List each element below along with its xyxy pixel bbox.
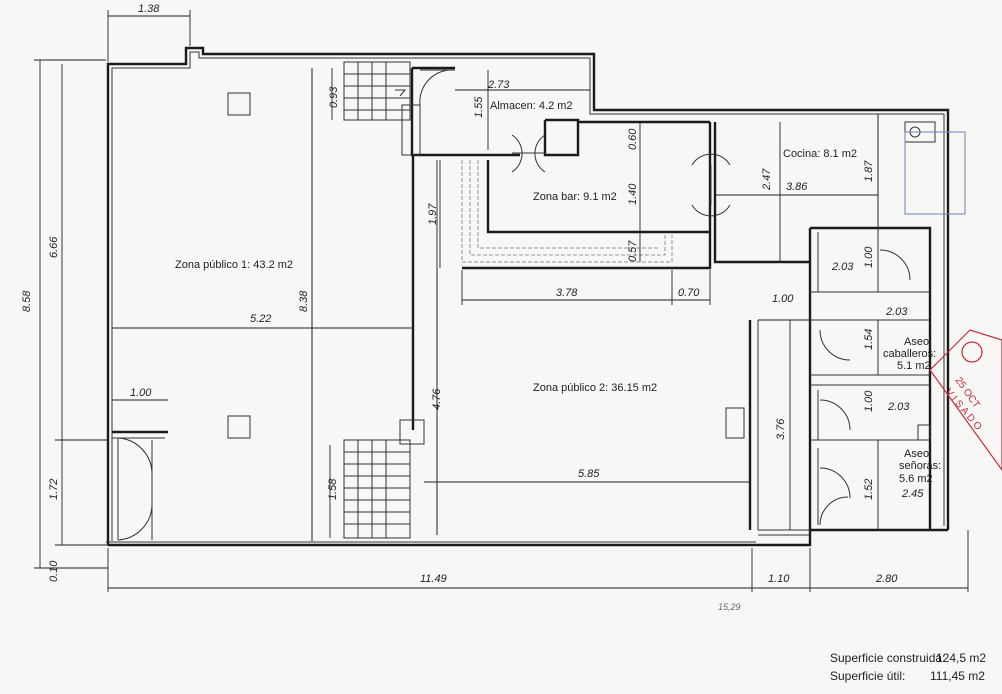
dim-2-47: 2.47 — [761, 168, 773, 191]
dim-3-78: 3.78 — [556, 287, 578, 299]
dim-5-22: 5.22 — [250, 313, 271, 325]
summary-util-label: Superficie útil: — [830, 669, 905, 683]
summary-util-value: 111,45 m2 — [930, 669, 985, 683]
dim-0-70: 0.70 — [678, 287, 700, 299]
dim-2-03-top: 2.03 — [831, 261, 854, 273]
dim-2-03-low: 2.03 — [887, 401, 910, 413]
dimension-lines — [34, 10, 969, 592]
dim-1-00-top: 1.00 — [863, 246, 875, 268]
dim-2-03-mid: 2.03 — [885, 306, 908, 318]
official-stamps: 25 OCT V I S A D O — [904, 131, 1002, 472]
dim-1-54: 1.54 — [863, 329, 875, 350]
dim-1-10: 1.10 — [768, 573, 790, 585]
dim-0-10: 0.10 — [48, 560, 60, 582]
dim-2-73: 2.73 — [487, 79, 510, 91]
dim-6-66: 6.66 — [48, 236, 60, 258]
room-cocina: Cocina: 8.1 m2 — [783, 148, 857, 160]
room-labels: Zona público 1: 43.2 m2 Zona público 2: … — [175, 100, 941, 485]
room-almacen: Almacen: 4.2 m2 — [490, 100, 573, 112]
room-aseo-senoras-2: señoras: — [899, 460, 941, 472]
room-aseo-senoras-3: 5.6 m2 — [899, 473, 933, 485]
dim-3-76: 3.76 — [775, 418, 787, 440]
outer-walls — [106, 46, 950, 547]
dim-1-38: 1.38 — [138, 3, 160, 15]
dim-1-00-corridor: 1.00 — [772, 293, 794, 305]
dim-1-40: 1.40 — [627, 183, 639, 205]
dim-0-57: 0.57 — [627, 240, 639, 262]
dim-2-45: 2.45 — [901, 488, 924, 500]
dim-11-49: 11.49 — [420, 573, 447, 585]
dim-2-80: 2.80 — [875, 573, 898, 585]
room-aseo-caballeros-1: Aseo — [904, 336, 929, 348]
summary-construida-value: 124,5 m2 — [936, 651, 986, 665]
red-stamp-outline — [929, 329, 1002, 472]
dim-1-00-low: 1.00 — [863, 390, 875, 412]
room-aseo-senoras-1: Aseo — [904, 448, 929, 460]
dim-1-72: 1.72 — [48, 479, 60, 500]
summary-construida-label: Superficie construida: — [830, 651, 945, 665]
interior-walls — [112, 61, 936, 541]
dim-4-76: 4.76 — [431, 388, 443, 410]
room-aseo-caballeros-3: 5.1 m2 — [897, 360, 931, 372]
red-stamp-seal-icon — [961, 341, 983, 363]
dim-1-58: 1.58 — [327, 478, 339, 500]
dim-8-58: 8.58 — [21, 290, 33, 312]
dimension-labels: 1.38 8.58 6.66 1.72 0.10 0.93 2.73 1.55 … — [21, 3, 924, 585]
room-zona-bar: Zona bar: 9.1 m2 — [533, 191, 617, 203]
dim-1-97: 1.97 — [427, 203, 439, 225]
dim-8-38: 8.38 — [298, 290, 310, 312]
dim-3-86: 3.86 — [786, 181, 808, 193]
dim-1-00-door: 1.00 — [130, 387, 152, 399]
dim-1-87: 1.87 — [863, 160, 875, 182]
room-aseo-caballeros-2: caballeros: — [883, 348, 936, 360]
dim-1-55: 1.55 — [473, 96, 485, 118]
blue-stamp — [904, 131, 966, 215]
dim-1-52: 1.52 — [863, 479, 875, 500]
room-zona-publico-1: Zona público 1: 43.2 m2 — [175, 259, 293, 271]
handwritten-note: 15,29 — [718, 602, 741, 612]
dim-5-85: 5.85 — [578, 468, 600, 480]
dim-0-60: 0.60 — [627, 128, 639, 150]
room-zona-publico-2: Zona público 2: 36.15 m2 — [533, 382, 657, 394]
dim-0-93: 0.93 — [328, 86, 340, 108]
area-summary: Superficie construida: 124,5 m2 Superfic… — [830, 651, 986, 683]
